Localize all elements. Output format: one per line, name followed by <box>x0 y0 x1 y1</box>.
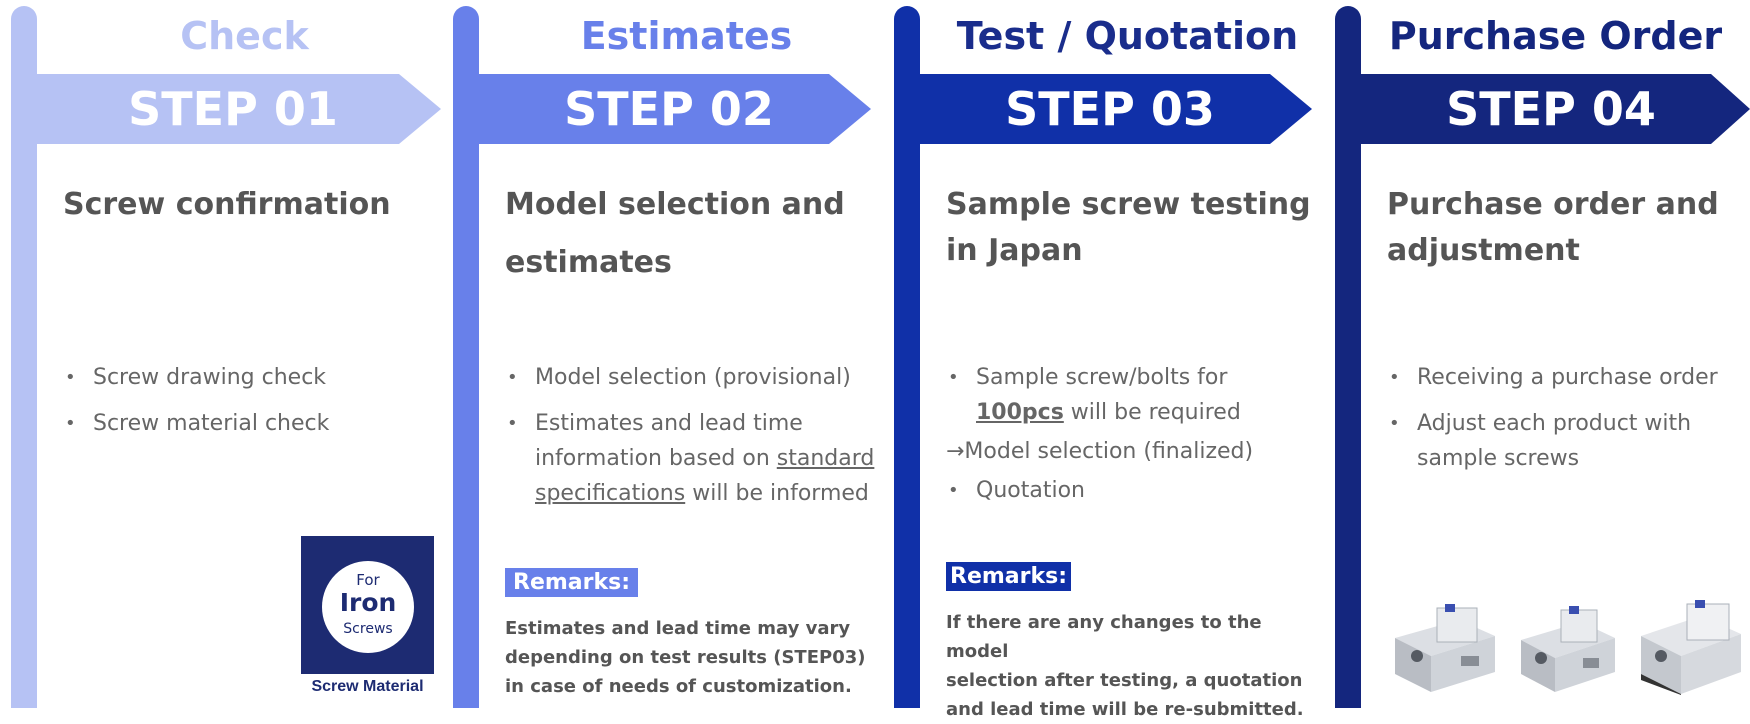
step-2-vertical-bar <box>453 6 479 708</box>
step-1-subtitle: Screw confirmation <box>63 187 391 222</box>
step-2-arrow-banner <box>479 74 871 144</box>
step-2-bullet-list: •Model selection (provisional) •Estimate… <box>505 360 874 522</box>
step-2-label: STEP 02 <box>564 82 774 136</box>
list-item: •Quotation <box>948 478 1085 503</box>
step-4-arrow-banner <box>1361 74 1750 144</box>
step-1-vertical-bar <box>11 6 37 708</box>
step-4-heading: Purchase Order <box>1388 14 1723 58</box>
step-column-1: Check STEP 01 Screw confirmation •Screw … <box>11 0 441 708</box>
step-1-arrow-banner <box>37 74 441 144</box>
screw-feeder-machine-image-2 <box>1521 606 1615 692</box>
screw-feeder-machine-image-1 <box>1395 604 1495 692</box>
badge-caption: Screw Material <box>301 674 434 700</box>
step-2-heading: Estimates <box>580 14 793 58</box>
screw-feeder-machine-image-3 <box>1641 600 1741 695</box>
step-4-label: STEP 04 <box>1446 82 1656 136</box>
badge-circle: For Iron Screws <box>322 561 414 653</box>
badge-screws-text: Screws <box>343 621 393 637</box>
step-1-bullet-list: •Screw drawing check •Screw material che… <box>63 360 329 452</box>
step-3-remarks-label: Remarks: <box>946 562 1072 591</box>
list-item: •Receiving a purchase order <box>1389 365 1718 390</box>
badge-iron-text: Iron <box>339 588 397 617</box>
iron-screws-badge: For Iron Screws Screw Material <box>301 536 434 700</box>
step-1-label: STEP 01 <box>128 82 338 136</box>
step-3-heading: Test / Quotation <box>956 14 1299 58</box>
list-item: •Model selection (provisional) <box>507 365 851 390</box>
step-3-vertical-bar <box>894 6 920 708</box>
list-item: •Screw material check <box>65 411 330 436</box>
step-column-4: Purchase Order STEP 04 Purchase order an… <box>1335 0 1750 708</box>
step-3-label: STEP 03 <box>1005 82 1215 136</box>
list-item: •Screw drawing check <box>65 365 327 390</box>
step-2-remarks-label: Remarks: <box>505 568 639 597</box>
step-3-arrow-banner <box>920 74 1312 144</box>
step-4-bullet-list: •Receiving a purchase order •Adjust each… <box>1387 360 1718 487</box>
step-column-3: Test / Quotation STEP 03 Sample screw te… <box>894 0 1319 720</box>
step-4-vertical-bar <box>1335 6 1361 708</box>
step-1-heading: Check <box>180 14 309 58</box>
list-item: →Model selection (finalized) <box>946 439 1254 464</box>
badge-for-text: For <box>356 571 380 589</box>
